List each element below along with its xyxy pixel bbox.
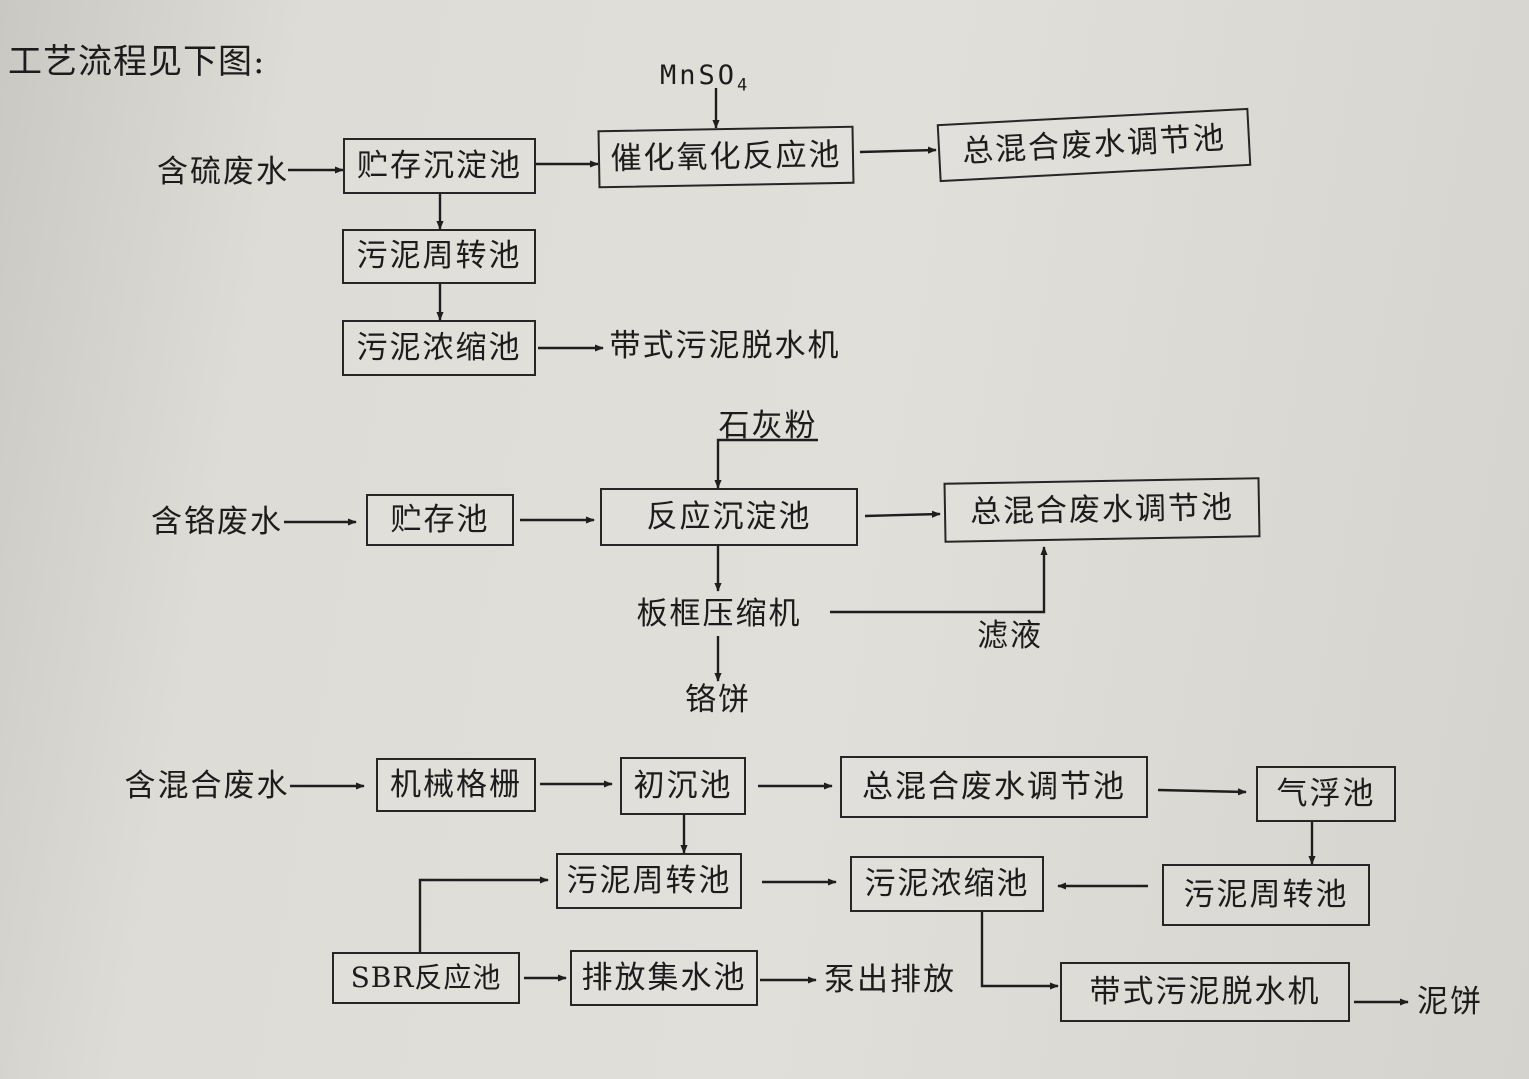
storage-settling-tank: 贮存沉淀池 xyxy=(343,138,536,194)
sludge-turnover-tank: 污泥周转池 xyxy=(342,229,536,284)
primary-settling-tank: 初沉池 xyxy=(620,757,746,815)
mixed-wastewater-equalization-tank: 总混合废水调节池 xyxy=(943,477,1261,543)
filtrate-label: 滤液 xyxy=(977,617,1043,654)
arrow-mixtank-to-flotation xyxy=(1157,788,1247,796)
arrow-sbr-to-turnover xyxy=(418,876,549,952)
arrow-filtrate-to-mixtank xyxy=(830,546,1048,614)
flotation-tank: 气浮池 xyxy=(1256,766,1396,822)
sludge-thickening-tank: 污泥浓缩池 xyxy=(850,856,1044,912)
sludge-turnover-tank-right: 污泥周转池 xyxy=(1162,864,1370,926)
pump-out-discharge: 泵出排放 xyxy=(824,961,956,998)
arrow-catalytic-to-mixtank xyxy=(859,146,937,154)
lime-powder-reagent: 石灰粉 xyxy=(718,407,818,444)
page-title: 工艺流程见下图: xyxy=(8,42,266,82)
arrow-thickener-to-beltpress xyxy=(980,912,1059,990)
arrow-lime-to-reaction xyxy=(714,438,818,489)
storage-tank: 贮存池 xyxy=(366,494,514,546)
sludge-thickening-tank: 污泥浓缩池 xyxy=(342,320,536,376)
sulfur-wastewater-input: 含硫废水 xyxy=(157,153,289,190)
mixed-wastewater-input: 含混合废水 xyxy=(124,767,290,804)
plate-frame-press: 板框压缩机 xyxy=(636,595,802,632)
reagent-mnso4: MnSO4 xyxy=(660,60,751,96)
discharge-collection-tank: 排放集水池 xyxy=(570,950,758,1006)
arrow-reaction-to-mixtank xyxy=(864,510,941,518)
chromium-cake: 铬饼 xyxy=(685,681,751,718)
sludge-cake: 泥饼 xyxy=(1417,983,1483,1020)
reaction-settling-tank: 反应沉淀池 xyxy=(600,488,858,546)
sludge-turnover-tank-left: 污泥周转池 xyxy=(556,853,742,909)
catalytic-oxidation-tank: 催化氧化反应池 xyxy=(597,125,855,189)
belt-sludge-dewatering-machine: 带式污泥脱水机 xyxy=(609,327,841,364)
mixed-wastewater-equalization-tank: 总混合废水调节池 xyxy=(840,756,1148,818)
belt-sludge-dewatering-machine: 带式污泥脱水机 xyxy=(1060,962,1350,1022)
chromium-wastewater-input: 含铬废水 xyxy=(151,503,283,540)
sbr-reaction-tank: SBR反应池 xyxy=(332,952,520,1004)
mechanical-bar-screen: 机械格栅 xyxy=(376,758,536,812)
